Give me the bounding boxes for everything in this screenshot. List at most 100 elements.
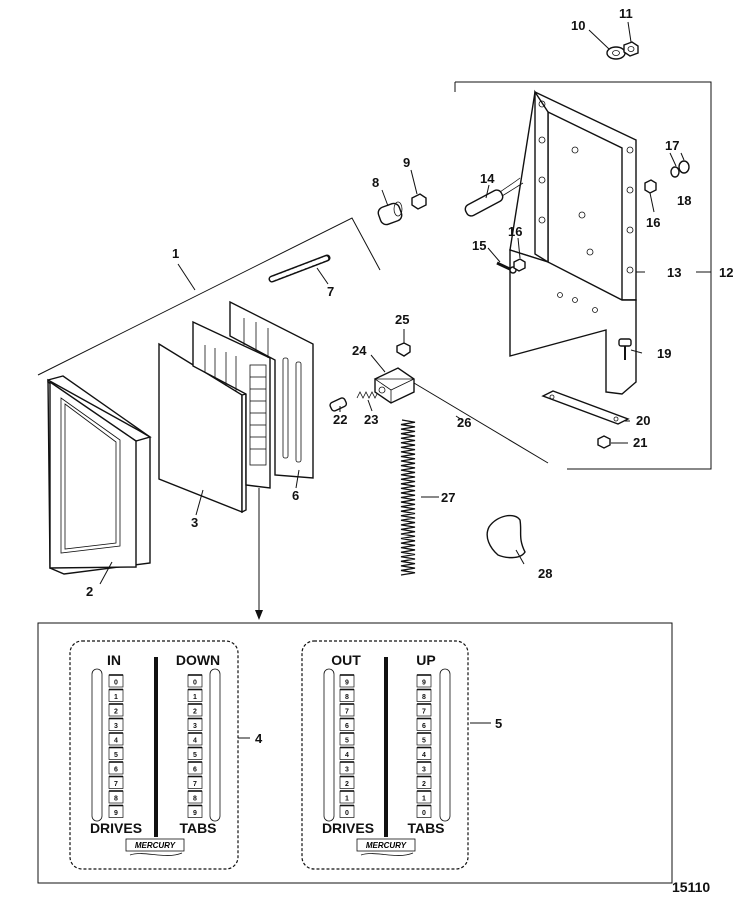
nut-part-9	[411, 193, 427, 210]
gauge4-left-bottom-label: DRIVES	[90, 820, 142, 836]
gauge5-left-scale: 9 8 7 6 5 4 3 2 1 0	[339, 674, 355, 818]
cap-part-28	[486, 514, 526, 559]
scale-number: 5	[345, 738, 349, 745]
scale-number: 9	[114, 810, 118, 817]
scale-number: 5	[422, 738, 426, 745]
svg-text:MERCURY: MERCURY	[366, 841, 407, 850]
spring-part-27	[400, 419, 416, 576]
scale-number: 7	[345, 709, 349, 716]
svg-text:MERCURY: MERCURY	[135, 841, 176, 850]
gauge5-left-top-label: OUT	[331, 652, 361, 668]
callout-22: 22	[333, 412, 347, 427]
cable-part-26	[413, 382, 549, 464]
spring-coil	[400, 419, 416, 576]
diagram-number: 15110	[672, 879, 710, 895]
callout-14: 14	[480, 171, 495, 186]
callout-25: 25	[395, 312, 409, 327]
scale-number: 4	[422, 752, 426, 759]
scale-number: 0	[422, 810, 426, 817]
bezel-part-2	[47, 375, 152, 575]
sensor-part-14	[464, 177, 524, 217]
strap-part-20	[541, 390, 630, 425]
detail-box	[37, 622, 673, 884]
nut-part-18	[678, 160, 690, 174]
scale-number: 4	[193, 738, 197, 745]
sleeve-part-8	[377, 201, 403, 226]
callout-1: 1	[172, 246, 179, 261]
washer-part-17	[670, 166, 680, 178]
scale-number: 8	[345, 694, 349, 701]
scale-number: 9	[345, 680, 349, 687]
scale-number: 4	[114, 738, 118, 745]
callout-23: 23	[364, 412, 378, 427]
callout-19: 19	[657, 346, 671, 361]
face-plate-part-6	[229, 300, 314, 479]
detail-arrow	[255, 488, 263, 620]
gauge5-right-bottom-label: TABS	[407, 820, 444, 836]
nut-part-16a	[513, 258, 526, 272]
callout-27: 27	[441, 490, 455, 505]
scale-number: 4	[345, 752, 349, 759]
gauge-assembly-boundary	[37, 217, 381, 376]
scale-number: 3	[193, 723, 197, 730]
scale-number: 0	[114, 680, 118, 687]
mercury-logo: MERCURY	[356, 838, 416, 856]
scale-number: 0	[345, 810, 349, 817]
threaded-rod-part-7	[268, 254, 331, 283]
scale-number: 5	[193, 752, 197, 759]
callout-21: 21	[633, 435, 647, 450]
scale-number: 7	[114, 781, 118, 788]
bracket-kit-boundary	[454, 81, 712, 470]
nut-part-11	[623, 41, 639, 57]
scale-number: 0	[193, 680, 197, 687]
callout-17: 17	[665, 138, 679, 153]
scale-number: 7	[422, 709, 426, 716]
callout-6: 6	[292, 488, 299, 503]
scale-number: 8	[193, 796, 197, 803]
mounting-bracket-part-13	[509, 89, 637, 395]
spring-part-23	[356, 391, 379, 399]
scale-number: 9	[422, 680, 426, 687]
scale-number: 1	[345, 796, 349, 803]
callout-10: 10	[571, 18, 585, 33]
scale-number: 2	[345, 781, 349, 788]
scale-number: 3	[345, 767, 349, 774]
plunger-part-22	[329, 397, 348, 412]
scale-number: 6	[422, 723, 426, 730]
callout-8: 8	[372, 175, 379, 190]
callout-5: 5	[495, 716, 502, 731]
callout-20: 20	[636, 413, 650, 428]
scale-number: 6	[193, 767, 197, 774]
screw-part-19	[618, 338, 632, 360]
scale-number: 1	[422, 796, 426, 803]
scale-number: 8	[422, 694, 426, 701]
gauge5-left-bottom-label: DRIVES	[322, 820, 374, 836]
scale-number: 3	[114, 723, 118, 730]
scale-number: 6	[345, 723, 349, 730]
callout-16a: 16	[508, 224, 522, 239]
scale-number: 6	[114, 767, 118, 774]
callout-12: 12	[719, 265, 733, 280]
callout-3: 3	[191, 515, 198, 530]
scale-number: 8	[114, 796, 118, 803]
callout-4: 4	[255, 731, 263, 746]
mercury-logo: MERCURY	[125, 838, 185, 856]
scale-number: 1	[193, 694, 197, 701]
scale-number: 7	[193, 781, 197, 788]
nut-part-25	[396, 342, 411, 357]
nut-part-16b	[644, 179, 657, 194]
gauge4-right-bottom-label: TABS	[179, 820, 216, 836]
callout-28: 28	[538, 566, 552, 581]
callout-24: 24	[352, 343, 367, 358]
gauge4-left-top-label: IN	[107, 652, 121, 668]
scale-number: 2	[114, 709, 118, 716]
scale-number: 2	[193, 709, 197, 716]
gauge4-right-top-label: DOWN	[176, 652, 220, 668]
scale-number: 2	[422, 781, 426, 788]
